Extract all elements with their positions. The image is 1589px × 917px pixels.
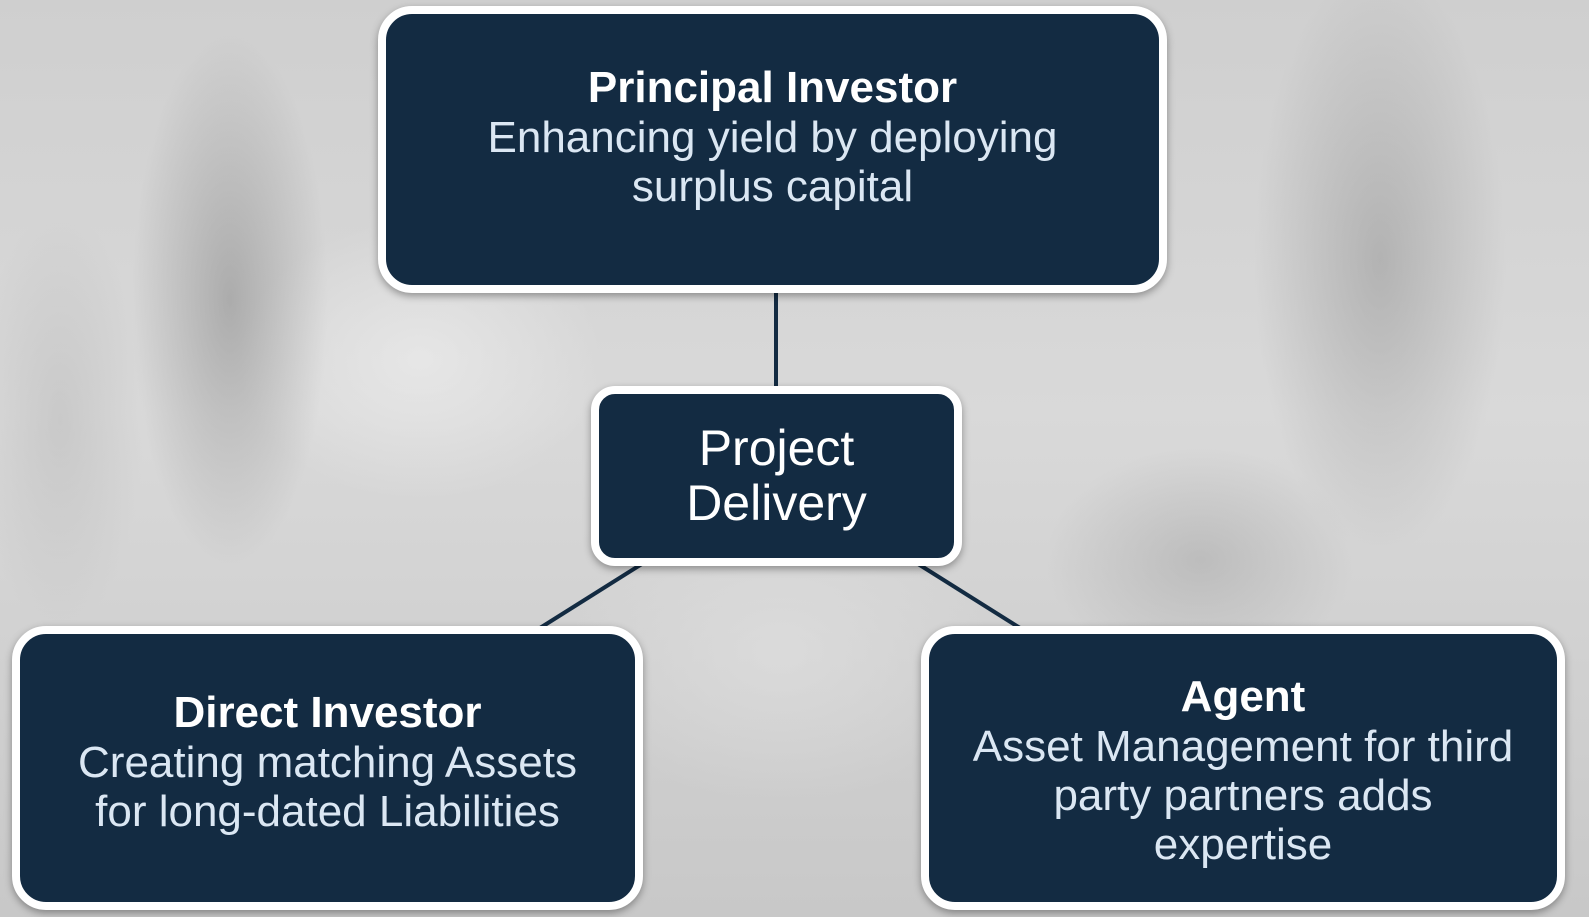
node-description-line: for long-dated Liabilities xyxy=(95,787,560,836)
node-description-line: Enhancing yield by deploying xyxy=(487,112,1058,162)
node-label-line: Delivery xyxy=(686,475,867,531)
node-title: Agent xyxy=(1180,671,1306,721)
node-title: Principal Investor xyxy=(587,62,958,112)
connector-center-to-direct xyxy=(538,560,647,630)
node-description-line: surplus capital xyxy=(631,161,914,211)
node-agent: Agent Asset Management for third party p… xyxy=(921,626,1565,910)
node-direct-investor: Direct Investor Creating matching Assets… xyxy=(12,626,643,910)
node-description-line: expertise xyxy=(1153,819,1333,869)
node-project-delivery: Project Delivery xyxy=(591,386,962,566)
node-title: Direct Investor xyxy=(173,688,482,737)
node-description-line: party partners adds xyxy=(1053,770,1433,820)
node-principal-investor: Principal Investor Enhancing yield by de… xyxy=(378,6,1167,293)
node-description-line: Creating matching Assets xyxy=(78,738,577,787)
node-description-line: Asset Management for third xyxy=(972,721,1514,771)
connector-center-to-agent xyxy=(913,560,1022,630)
node-label-line: Project xyxy=(698,420,855,476)
